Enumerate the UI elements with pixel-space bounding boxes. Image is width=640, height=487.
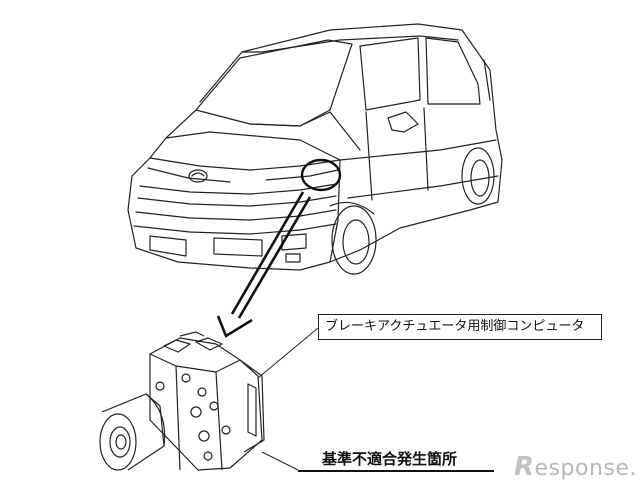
defect-label-underline xyxy=(298,470,494,472)
response-watermark: Response. xyxy=(514,452,637,482)
watermark-logo-letter: R xyxy=(514,452,535,482)
location-circle xyxy=(300,158,342,192)
component-callout-box: ブレーキアクチュエータ用制御コンピュータ xyxy=(318,314,602,340)
brake-actuator-illustration xyxy=(99,331,265,471)
defect-location-label: 基準不適合発生箇所 xyxy=(322,450,458,468)
defect-leader-line xyxy=(261,451,299,471)
watermark-text: esponse. xyxy=(534,456,637,481)
pointer-arrow xyxy=(216,191,312,338)
callout-leader-line xyxy=(257,327,319,379)
component-callout-label: ブレーキアクチュエータ用制御コンピュータ xyxy=(325,319,585,334)
minivan-illustration xyxy=(127,23,503,275)
